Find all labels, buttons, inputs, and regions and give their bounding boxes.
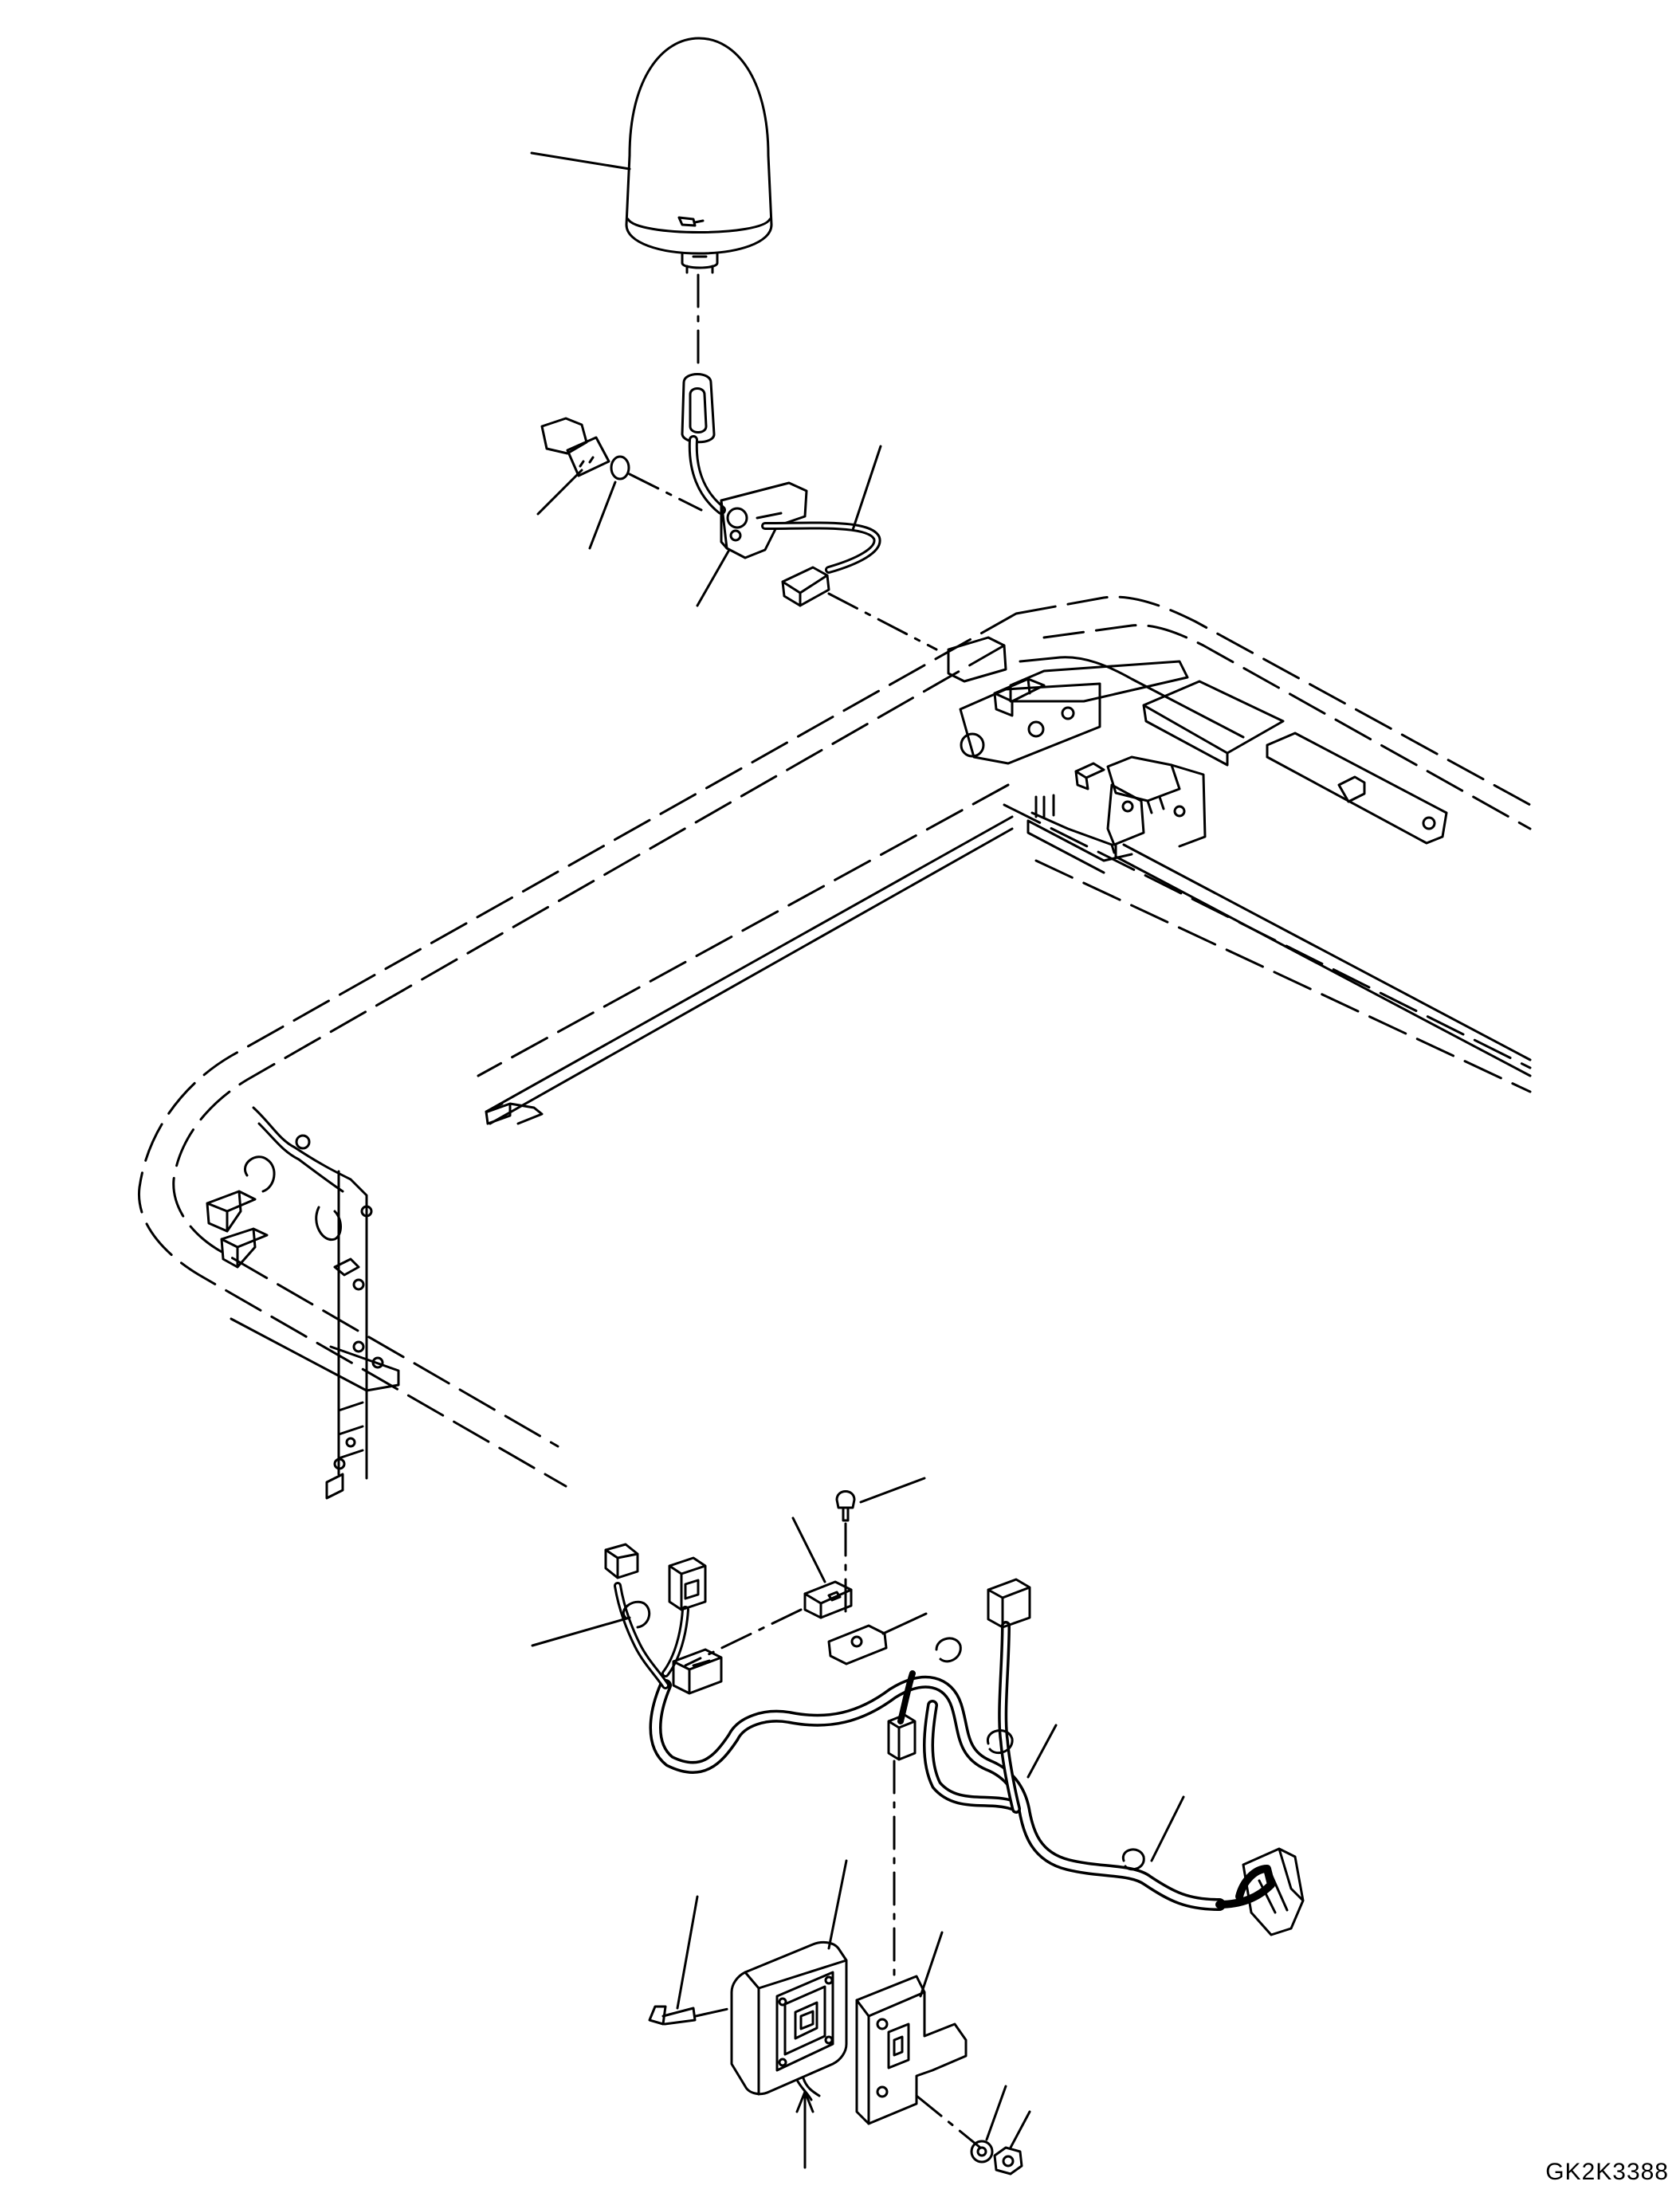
cab-roof-frame xyxy=(137,595,1532,1488)
drawing-reference-code: GK2K3388 xyxy=(1545,2159,1669,2185)
frame-bracket-right xyxy=(947,636,1189,765)
leader-nut xyxy=(1009,2110,1031,2149)
harness-connectors xyxy=(604,1543,1305,1936)
alignment-line-connector xyxy=(827,592,938,651)
cab-pillar-left xyxy=(230,1106,400,1500)
buzzer-screw xyxy=(648,2005,697,2026)
buzzer-face xyxy=(775,1971,834,2072)
connector-top-center xyxy=(668,1556,707,1611)
bulb-glass xyxy=(689,387,708,434)
harness-cable-left xyxy=(614,1582,669,1689)
connector-top-left xyxy=(604,1543,639,1579)
socket-cable-inner xyxy=(690,437,724,512)
leader-plate xyxy=(881,1612,928,1635)
leader-washer xyxy=(588,481,617,550)
leader-buzzer-bracket xyxy=(919,1931,944,1998)
roof-rail-front xyxy=(1019,656,1245,739)
leader-bracket xyxy=(696,548,731,607)
harness-cable-branch-inner xyxy=(925,1702,1015,1808)
harness-cable-left2 xyxy=(661,1606,689,1677)
alignment-line-bracket xyxy=(915,2094,982,2149)
harness-clip-3 xyxy=(1121,1848,1145,1871)
leader-beacon xyxy=(530,151,631,171)
roof-rail-side xyxy=(485,815,1014,1125)
wiring-harness xyxy=(614,1582,1275,1911)
roof-frame-outer xyxy=(137,595,1532,1488)
beacon-base xyxy=(681,252,719,274)
pigtail-connector xyxy=(781,566,830,607)
bulb-socket xyxy=(681,373,716,444)
connector-mid xyxy=(672,1648,723,1695)
harness-cable-left-inner xyxy=(616,1584,667,1687)
frame-bracket-center xyxy=(1030,755,1207,854)
harness-cable-main-inner xyxy=(652,1678,1223,1909)
connector-upper-right xyxy=(987,1578,1031,1629)
beacon-logo xyxy=(677,216,705,227)
buzzer-nut xyxy=(993,2146,1023,2175)
alignment-line-bolt xyxy=(628,473,703,512)
harness-screw xyxy=(835,1490,856,1522)
leader-buzzer-screw xyxy=(676,1895,699,2010)
harness-plate xyxy=(827,1624,888,1665)
buzzer-washer-hole xyxy=(976,2146,987,2157)
pillar-fittings xyxy=(206,1155,360,1277)
harness-clip-2 xyxy=(987,1729,1014,1754)
leader-pigtail xyxy=(851,445,882,532)
alignment-line-buzzer-screw xyxy=(694,2007,733,2018)
beacon-bracket xyxy=(720,481,808,559)
buzzer-washer xyxy=(970,2140,994,2164)
bulb-socket-assembly xyxy=(681,373,726,515)
leader-harness-tail xyxy=(1150,1795,1185,1862)
pigtail-cable-inner xyxy=(763,524,879,571)
roof-frame-rear xyxy=(477,783,1532,1093)
harness-cable-left2-inner xyxy=(664,1608,687,1675)
buzzer-box xyxy=(730,1940,848,2101)
beacon-lamp xyxy=(625,37,773,274)
harness-cable-upper-inner xyxy=(1000,1623,1019,1811)
roof-rail-cross xyxy=(1114,843,1532,1077)
leader-buzzer xyxy=(827,1859,848,1950)
roof-rail-diagonal xyxy=(1026,819,1133,874)
connector-drop xyxy=(887,1713,917,1761)
buzzer-arrow xyxy=(795,2090,814,2169)
leader-harness-clip xyxy=(531,1616,631,1647)
leader-harness xyxy=(1026,1724,1058,1779)
pigtail-cable xyxy=(761,521,881,574)
beacon-dome xyxy=(625,37,773,255)
rail-end xyxy=(486,1102,544,1125)
harness-clip-4 xyxy=(935,1637,962,1663)
harness-switch xyxy=(803,1580,853,1619)
buzzer-bracket xyxy=(855,1975,968,2125)
mounting-bolt xyxy=(540,417,610,477)
buzzer-wires xyxy=(795,2077,821,2101)
leader-screw xyxy=(859,1477,926,1504)
beacon-dome-rim xyxy=(626,218,771,233)
roof-frame-inner xyxy=(172,624,1532,1448)
roof-plate xyxy=(1142,680,1448,845)
leader-switch xyxy=(791,1516,826,1583)
harness-clip-1 xyxy=(622,1600,651,1629)
leader-washer-lower xyxy=(985,2085,1007,2141)
leader-bolt xyxy=(536,469,583,516)
washer xyxy=(610,455,630,481)
alignment-line-switch xyxy=(684,1608,803,1667)
connector-tail xyxy=(1242,1847,1305,1936)
